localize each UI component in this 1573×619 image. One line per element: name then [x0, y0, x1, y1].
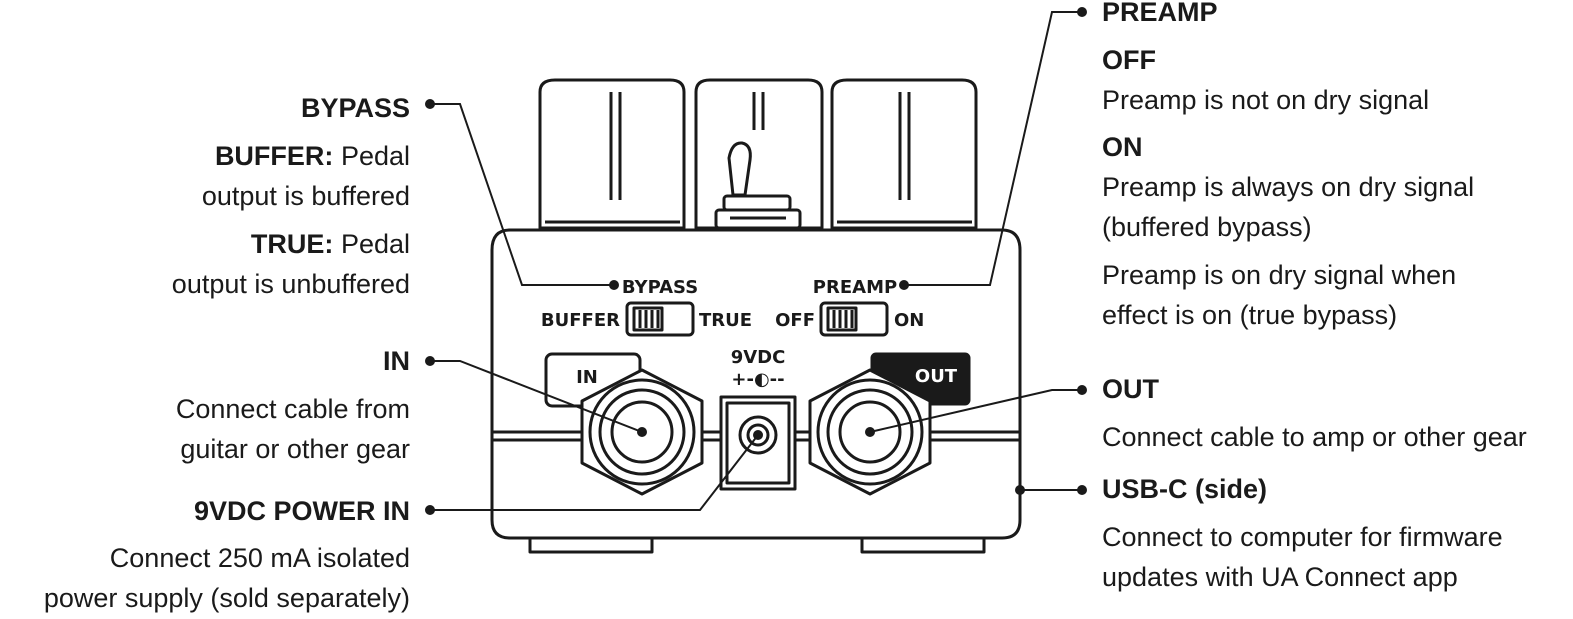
bypass-slide-switch[interactable] — [625, 301, 695, 337]
panel-out-label: OUT — [915, 366, 958, 387]
foot-right — [860, 536, 986, 554]
leader-lines — [430, 11, 1082, 511]
usb-line1: Connect to computer for firmware — [1102, 522, 1503, 552]
panel-buffer-label: BUFFER — [541, 310, 620, 331]
usb-line2: updates with UA Connect app — [1102, 562, 1458, 592]
usb-heading: USB-C (side) — [1102, 474, 1268, 504]
knob-middle[interactable] — [694, 78, 824, 230]
true-term: TRUE: — [250, 229, 334, 259]
buffer-term: BUFFER: — [214, 141, 334, 171]
knob-right[interactable] — [830, 78, 978, 230]
preamp-on-line2: (buffered bypass) — [1102, 212, 1312, 242]
bypass-heading: BYPASS — [300, 93, 410, 123]
preamp-extra-line2: effect is on (true bypass) — [1102, 300, 1398, 330]
bypass-buffer-line2: output is buffered — [201, 181, 410, 211]
power-line2: power supply (sold separately) — [43, 583, 410, 613]
panel-dc-polarity: +-◐-- — [731, 369, 784, 390]
panel-dc-label: 9VDC — [731, 347, 786, 368]
preamp-extra-line1: Preamp is on dry signal when — [1102, 260, 1457, 290]
power-line1: Connect 250 mA isolated — [109, 543, 410, 573]
knob-left[interactable] — [538, 78, 686, 230]
out-heading: OUT — [1102, 374, 1159, 404]
preamp-on-heading: ON — [1102, 132, 1143, 162]
panel-in-label: IN — [576, 367, 598, 388]
preamp-slide-switch[interactable] — [819, 301, 889, 337]
in-heading: IN — [383, 346, 410, 376]
panel-bypass-label: BYPASS — [622, 277, 698, 298]
dc-power-jack[interactable] — [719, 395, 797, 491]
leader-dots — [425, 7, 1087, 515]
preamp-heading: PREAMP — [1102, 0, 1218, 27]
panel-preamp-label: PREAMP — [813, 277, 897, 298]
bypass-buffer-line1: BUFFER: Pedal — [215, 136, 410, 176]
panel-true-label: TRUE — [699, 310, 752, 331]
bypass-true-line1: TRUE: Pedal — [251, 224, 410, 264]
footswitch-toggle[interactable] — [714, 141, 802, 230]
foot-left — [528, 536, 654, 554]
buffer-line1: Pedal — [340, 141, 410, 171]
preamp-off-heading: OFF — [1102, 45, 1156, 75]
out-text: Connect cable to amp or other gear — [1102, 422, 1527, 452]
in-line1: Connect cable from — [175, 394, 410, 424]
in-line2: guitar or other gear — [180, 434, 410, 464]
preamp-off-text: Preamp is not on dry signal — [1102, 85, 1430, 115]
panel-on-label: ON — [894, 310, 924, 331]
panel-off-label: OFF — [775, 310, 815, 331]
preamp-on-line1: Preamp is always on dry signal — [1102, 172, 1475, 202]
bypass-true-line2: output is unbuffered — [171, 269, 410, 299]
power-heading: 9VDC POWER IN — [193, 496, 410, 526]
true-line1: Pedal — [340, 229, 410, 259]
